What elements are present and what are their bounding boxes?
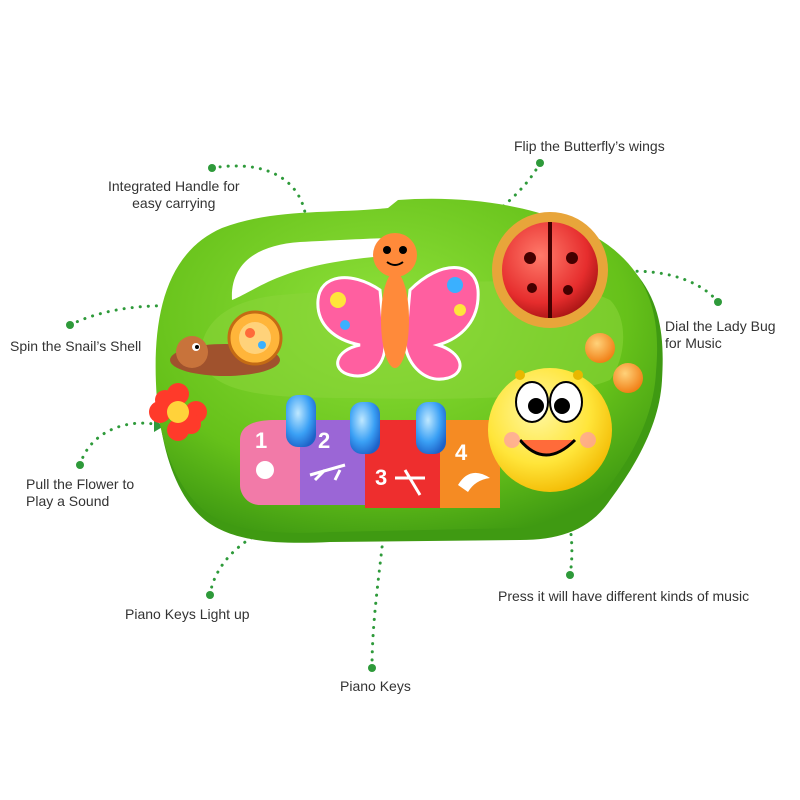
callout-flower (78, 421, 160, 467)
snail[interactable] (170, 310, 283, 376)
label-handle-line1: Integrated Handle for (108, 178, 240, 194)
side-button-lower[interactable] (613, 363, 643, 393)
handle-opening (231, 238, 395, 300)
butterfly-body (381, 272, 409, 368)
callout-dots (66, 159, 722, 672)
butterfly-head (373, 233, 417, 277)
key-number-3: 3 (375, 465, 387, 490)
grasshopper-icon (309, 463, 346, 482)
label-handle: Integrated Handle for easy carrying (108, 178, 240, 212)
label-flower: Pull the Flower to Play a Sound (26, 476, 134, 510)
key-number-2: 2 (318, 428, 330, 453)
piano-key-1[interactable] (240, 420, 300, 505)
ladybug-dial[interactable] (492, 212, 608, 328)
label-caterpillar: Press it will have different kinds of mu… (498, 588, 750, 604)
key-number-4: 4 (455, 440, 468, 465)
butterfly-right-wing[interactable] (403, 266, 480, 381)
key-number-1: 1 (255, 428, 267, 453)
callout-handle (210, 164, 308, 220)
side-button-upper[interactable] (585, 333, 615, 363)
light-up-keys[interactable] (286, 395, 446, 454)
light-key-2[interactable] (350, 402, 380, 454)
label-butterfly: Flip the Butterfly’s wings (514, 138, 665, 154)
label-piano-keys: Piano Keys (340, 678, 411, 694)
flower-pull[interactable] (149, 383, 207, 441)
bird-icon (458, 472, 490, 492)
side-buttons[interactable] (585, 333, 643, 393)
label-piano-light: Piano Keys Light up (125, 606, 250, 622)
dragonfly-icon (395, 469, 425, 496)
caterpillar-button[interactable] (488, 368, 612, 492)
bee-icon (256, 461, 274, 479)
butterfly[interactable] (316, 233, 480, 381)
piano-key-4[interactable] (440, 420, 500, 508)
label-snail: Spin the Snail’s Shell (10, 338, 142, 354)
light-key-1[interactable] (286, 395, 316, 447)
label-ladybug: Dial the Lady Bug for Music (665, 318, 776, 352)
label-flower-line2: Play a Sound (26, 493, 110, 509)
light-key-3[interactable] (416, 402, 446, 454)
label-handle-line2: easy carrying (132, 195, 216, 211)
callout-piano-keys (370, 518, 387, 670)
snail-head (176, 336, 208, 368)
label-ladybug-line1: Dial the Lady Bug (665, 318, 776, 334)
label-ladybug-line2: for Music (665, 335, 722, 351)
label-flower-line1: Pull the Flower to (26, 476, 135, 492)
